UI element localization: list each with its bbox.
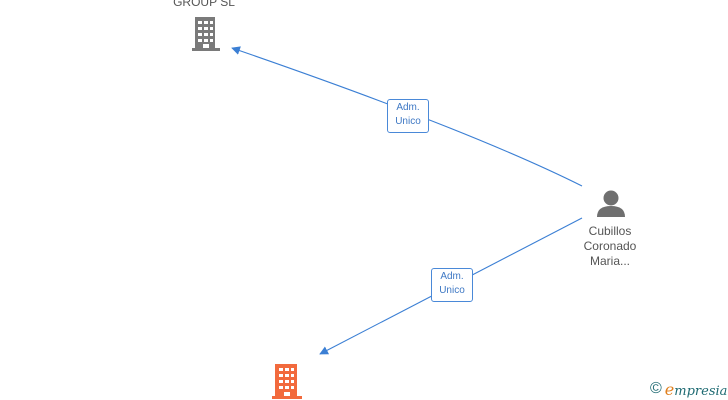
person-name-line1: Cubillos	[588, 224, 632, 238]
edge-person-to-company-top	[231, 46, 583, 187]
edge-label-top-line1: Adm.	[396, 102, 420, 113]
person-icon[interactable]	[597, 190, 625, 218]
brand-initial: e	[664, 379, 675, 399]
building-icon[interactable]	[272, 364, 302, 399]
person-name-line3: Maria...	[589, 254, 630, 268]
company-top-label[interactable]: GROUP SL	[160, 0, 248, 10]
edge-label-top[interactable]: Adm. Unico	[387, 99, 429, 133]
person-label[interactable]: Cubillos Coronado Maria...	[560, 224, 660, 269]
building-icon[interactable]	[192, 17, 220, 51]
edge-label-bottom-line2: Unico	[439, 285, 465, 296]
edge-label-top-line2: Unico	[395, 116, 421, 127]
brand-rest: mpresia	[674, 383, 728, 399]
person-name-line2: Coronado	[583, 239, 637, 253]
brand-logo: empresia	[665, 380, 728, 399]
edge-label-bottom[interactable]: Adm. Unico	[431, 268, 473, 302]
edge-label-bottom-line1: Adm.	[440, 271, 464, 282]
company-top-name: GROUP SL	[173, 0, 235, 9]
copyright-icon: ©	[650, 380, 662, 397]
empresia-watermark: © empresia	[650, 379, 727, 399]
